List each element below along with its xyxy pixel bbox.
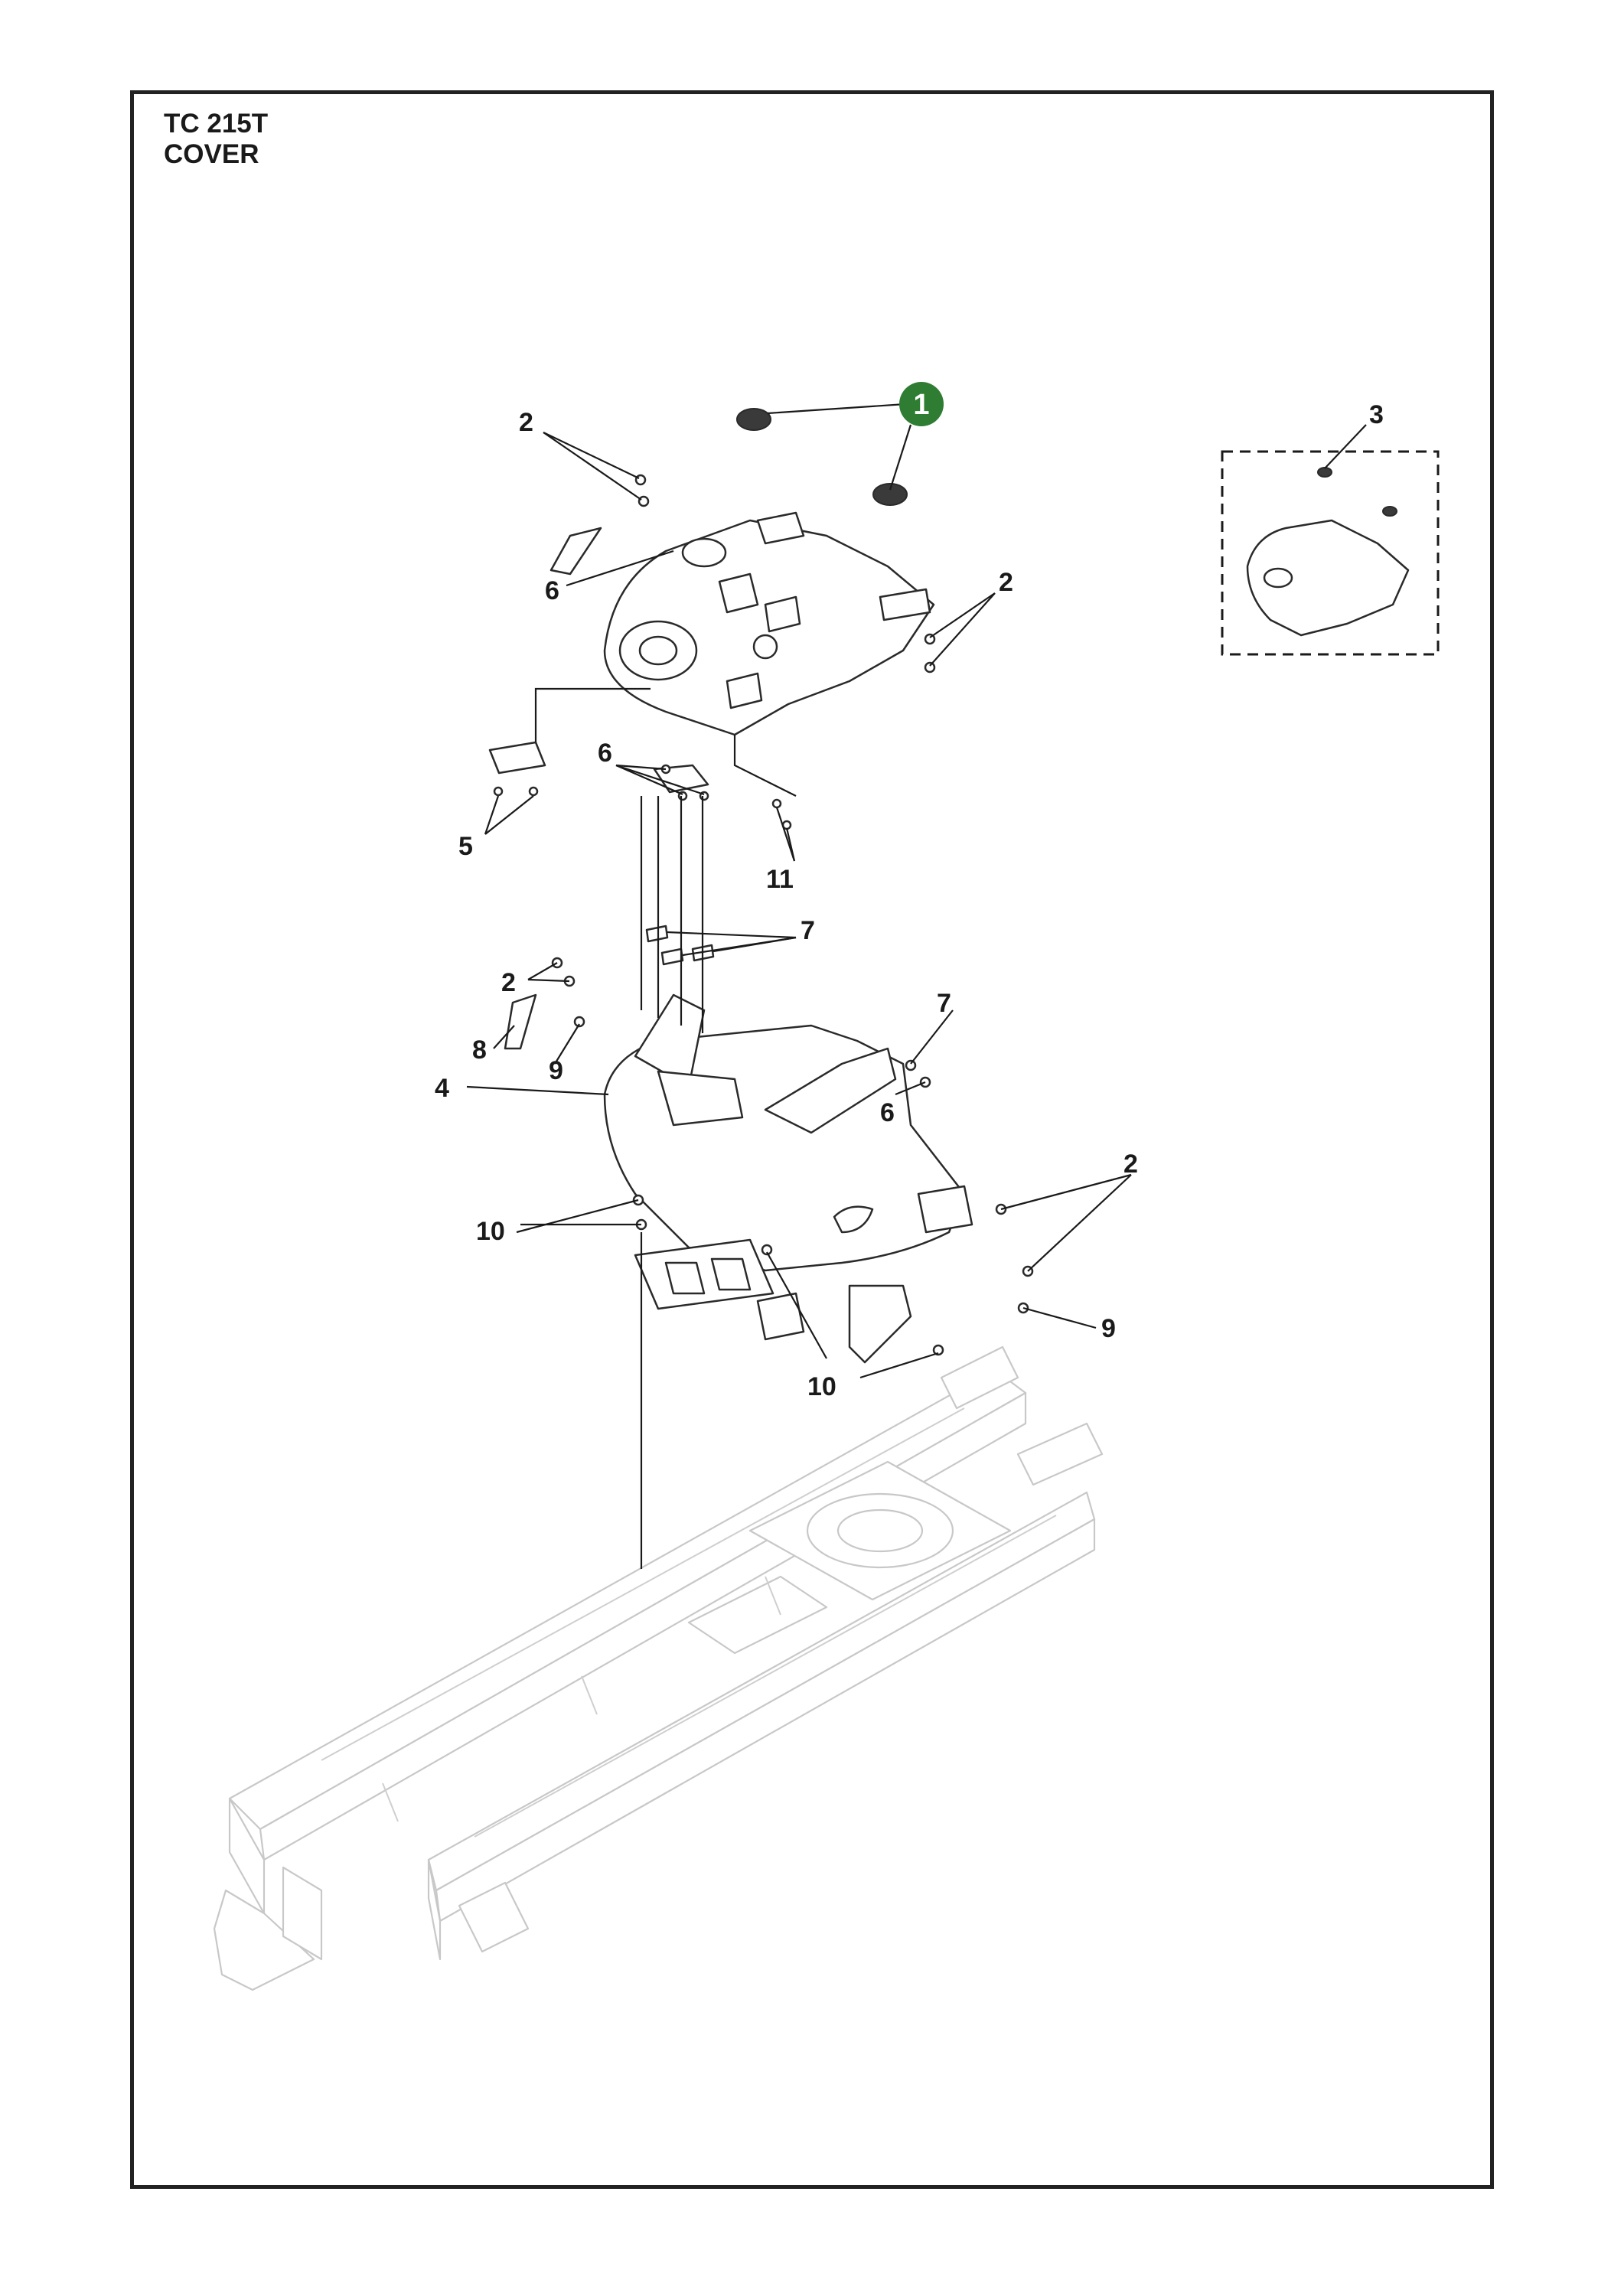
diagram-title: TC 215T COVER bbox=[164, 109, 268, 170]
callout-9-right: 9 bbox=[1101, 1314, 1116, 1343]
chassis-frame-ghost bbox=[213, 1345, 1104, 1991]
handle-part-6 bbox=[549, 527, 602, 576]
callout-6-top: 6 bbox=[545, 576, 559, 605]
highlight-callout-part-1[interactable]: 1 bbox=[899, 382, 944, 426]
section-name: COVER bbox=[164, 139, 259, 169]
callout-1: 1 bbox=[913, 389, 929, 421]
callout-leaders bbox=[466, 403, 1367, 1379]
callout-4: 4 bbox=[435, 1074, 449, 1103]
callout-2-top-left: 2 bbox=[519, 408, 533, 437]
callout-2-top-right: 2 bbox=[999, 568, 1013, 597]
callout-8: 8 bbox=[472, 1035, 487, 1065]
callout-11: 11 bbox=[766, 865, 794, 894]
callout-7-right: 7 bbox=[937, 989, 951, 1018]
highlight-badge bbox=[899, 382, 944, 426]
plug-part-1-a bbox=[736, 408, 771, 431]
callout-10-left: 10 bbox=[476, 1217, 505, 1246]
callout-7-middle: 7 bbox=[801, 916, 815, 945]
callout-6-middle: 6 bbox=[598, 739, 612, 768]
callout-3: 3 bbox=[1369, 400, 1384, 429]
lower-cover-part-4 bbox=[603, 993, 973, 1364]
module-part-5 bbox=[488, 741, 546, 775]
callout-10-bottom: 10 bbox=[807, 1372, 836, 1401]
bracket-part-8 bbox=[504, 993, 537, 1050]
drawing-frame bbox=[130, 90, 1494, 2189]
detail-inset-part-3 bbox=[1221, 450, 1440, 656]
assembly-lines bbox=[534, 687, 797, 1569]
callout-labels: 2 2 3 6 6 5 11 7 2 7 8 9 4 6 2 10 9 10 bbox=[435, 400, 1384, 1401]
plug-part-1-b bbox=[872, 483, 908, 506]
callout-6-right: 6 bbox=[880, 1098, 895, 1127]
upper-dashboard-cover bbox=[603, 511, 935, 736]
model-name: TC 215T bbox=[164, 109, 269, 139]
callout-5: 5 bbox=[458, 832, 473, 861]
callout-2-middle: 2 bbox=[501, 968, 516, 997]
callout-2-lower-right: 2 bbox=[1123, 1150, 1138, 1179]
callout-9-left: 9 bbox=[549, 1056, 563, 1085]
